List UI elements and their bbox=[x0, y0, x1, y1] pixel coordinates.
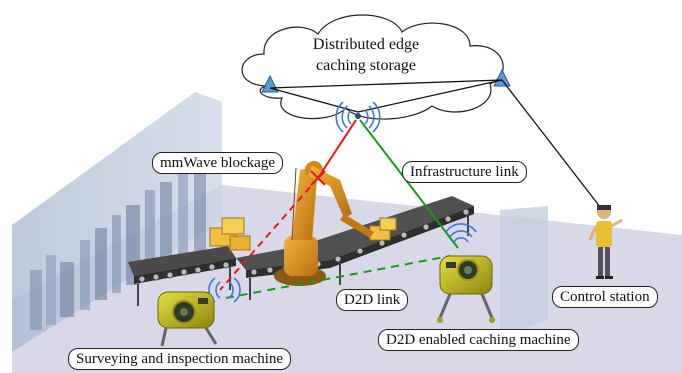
cloud-title-line1: Distributed edge bbox=[312, 36, 420, 53]
label-caching-machine: D2D enabled caching machine bbox=[378, 329, 579, 351]
inspection-machine bbox=[157, 291, 218, 347]
edge-cloud bbox=[241, 14, 504, 120]
mmwave-link-blocked bbox=[219, 177, 319, 291]
label-control-station: Control station bbox=[552, 286, 658, 308]
node-link-control bbox=[501, 79, 605, 213]
cargo-boxes-left bbox=[209, 217, 251, 251]
label-mmwave-blockage: mmWave blockage bbox=[152, 152, 283, 174]
edge-node-right-icon bbox=[493, 68, 511, 87]
right-wall bbox=[500, 206, 548, 338]
caching-machine bbox=[437, 255, 495, 323]
d2d-link bbox=[225, 255, 451, 299]
node-link-left-ap bbox=[269, 87, 359, 113]
blockage-mark-icon bbox=[310, 170, 326, 186]
access-point-icon bbox=[335, 101, 381, 133]
mmwave-link-solid bbox=[317, 119, 357, 179]
infrastructure-link bbox=[359, 119, 459, 249]
operator-person bbox=[588, 205, 623, 279]
caching-machine-signal-icon bbox=[445, 223, 477, 243]
conveyor-belt-left bbox=[128, 246, 236, 306]
cloud-title-line2: caching storage bbox=[316, 57, 416, 74]
node-link-right-ap bbox=[357, 79, 503, 113]
label-infrastructure-link: Infrastructure link bbox=[402, 161, 527, 183]
node-link-left-right bbox=[269, 79, 503, 89]
label-d2d-link: D2D link bbox=[336, 289, 409, 311]
cloud-title: Distributed edge caching storage bbox=[266, 34, 466, 76]
label-inspection-machine: Surveying and inspection machine bbox=[68, 348, 292, 370]
